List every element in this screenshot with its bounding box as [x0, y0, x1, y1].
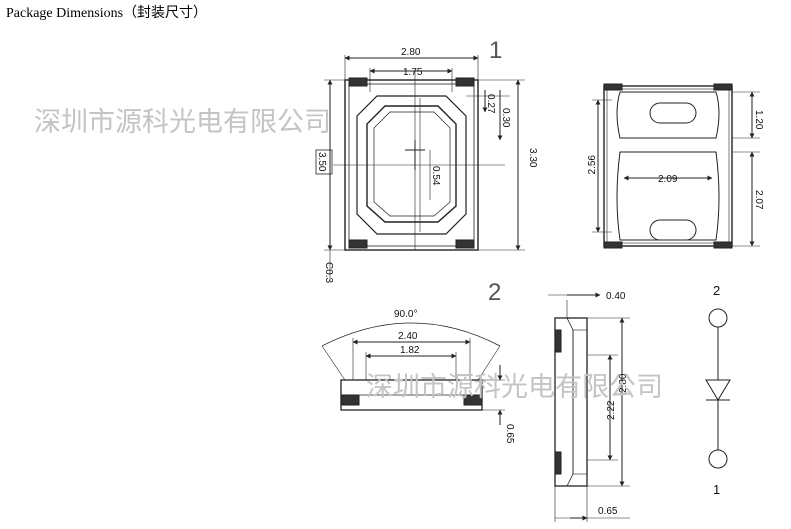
watermark-bottom: 深圳市源科光电有限公司 [366, 372, 663, 403]
dim-top-height-outer: 3.30 [527, 148, 538, 168]
front-view [321, 322, 505, 425]
dim-top-left-height: 3.50 [316, 152, 327, 172]
dim-bottom-height-left: 2.56 [587, 155, 598, 175]
dim-bottom-height-right: 2.07 [753, 190, 764, 210]
bottom-view [592, 83, 760, 249]
view-label-2: 2 [488, 279, 501, 306]
dim-front-width-outer: 2.40 [398, 331, 418, 342]
dim-side-top-offset: 0.40 [606, 291, 626, 302]
dim-front-width-inner: 1.82 [400, 345, 420, 356]
dim-top-gap: 0.30 [500, 108, 511, 128]
dim-front-angle: 90.0° [394, 309, 417, 320]
top-view [315, 55, 525, 280]
view-label-1: 1 [489, 37, 502, 64]
page-title: Package Dimensions（封装尺寸） [6, 6, 208, 21]
side-view [548, 292, 630, 522]
pin-label-2: 2 [713, 283, 720, 298]
diode-schematic [705, 308, 731, 469]
diode-symbol-icon [705, 379, 731, 401]
dim-top-width-outer: 2.80 [401, 47, 421, 58]
dim-side-height-inner: 2.22 [606, 400, 617, 420]
dim-bottom-pad-top: 1.20 [753, 110, 764, 130]
dim-top-width-inner: 1.75 [403, 67, 423, 78]
dim-side-thickness: 0.65 [598, 506, 618, 517]
dim-top-center-offset: 0.54 [430, 166, 441, 186]
pin-label-1: 1 [713, 482, 720, 497]
dim-front-height: 0.65 [504, 424, 515, 444]
dim-top-chamfer: 0.27 [485, 94, 496, 114]
dim-top-corner: C0.3 [323, 262, 334, 284]
dim-side-height-outer: 2.80 [618, 373, 629, 393]
watermark-top: 深圳市源科光电有限公司 [34, 107, 331, 138]
dim-bottom-pad-width: 2.09 [658, 174, 678, 185]
